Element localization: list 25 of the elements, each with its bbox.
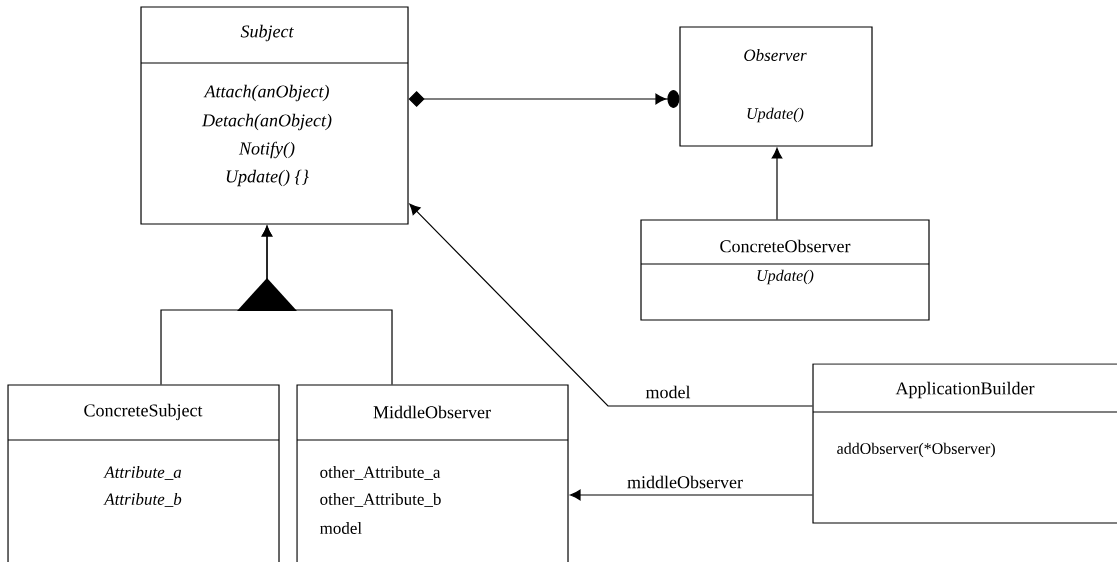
member-text: model [319,522,362,534]
member-text: other_Attribute_a [320,466,441,480]
member-text: Notify() [238,141,295,159]
member-text: Detach(anObject) [201,113,332,131]
class-name: ConcreteObserver [720,239,851,253]
edge-label: middleObserver [626,474,744,490]
member-text: Attribute_b [103,493,182,507]
arrow [408,90,680,108]
class-name: Observer [744,49,807,61]
member-text: Update() {} [226,169,309,187]
member-text: addObserver(*Observer) [837,442,995,458]
member-text: Update() [757,269,814,285]
class-name: ConcreteSubject [84,403,203,421]
member-text: Update() [747,107,804,123]
arrow [261,225,393,385]
member-text: Attribute_a [103,466,182,480]
member-text: Attach(anObject) [203,84,329,102]
arrow [771,147,783,220]
class-name: ApplicationBuilder [895,381,1035,399]
class-name: Subject [240,24,294,42]
edge-label: model [644,384,692,400]
member-text: other_Attribute_b [320,493,441,507]
arrow [569,489,813,501]
arrow [409,203,813,407]
class-name: MiddleObserver [373,405,491,419]
